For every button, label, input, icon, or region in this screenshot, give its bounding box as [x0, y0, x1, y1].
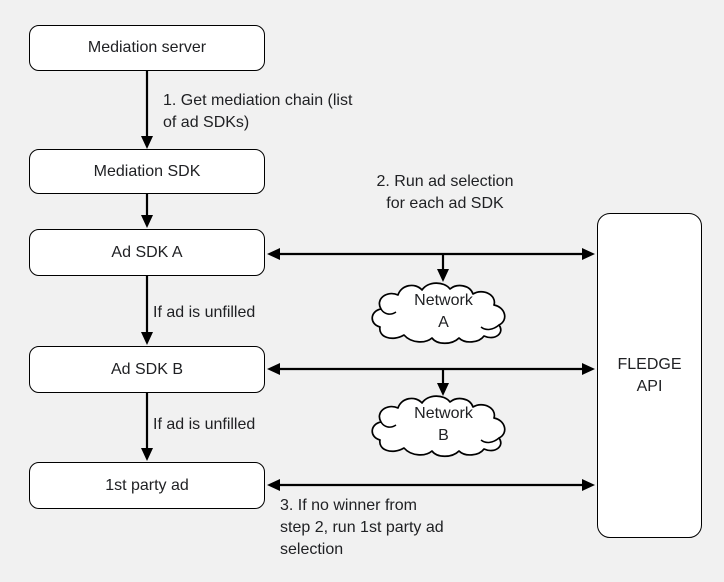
- arrow-branch-to-network-a: [437, 255, 449, 282]
- node-ad-sdk-b: Ad SDK B: [29, 346, 265, 393]
- network-a-cloud: [371, 282, 506, 345]
- arrow-ad-sdk-a-to-ad-sdk-b: [141, 276, 153, 345]
- node-first-party-ad: 1st party ad: [29, 462, 265, 509]
- arrow-ad-sdk-b-to-first-party-ad: [141, 393, 153, 461]
- node-mediation-sdk: Mediation SDK: [29, 149, 265, 194]
- node-mediation-server-label: Mediation server: [87, 39, 207, 56]
- network-a-label: Network A: [414, 292, 473, 331]
- step3-label: 3. If no winner from step 2, run 1st par…: [280, 497, 444, 558]
- node-ad-sdk-a-label: Ad SDK A: [111, 243, 183, 261]
- arrow-server-to-mediation-sdk: [141, 71, 153, 149]
- step1-label: 1. Get mediation chain (list of ad SDKs): [163, 92, 353, 131]
- unfilled-label-b: If ad is unfilled: [153, 416, 256, 433]
- arrow-mediation-sdk-to-ad-sdk-a: [141, 193, 153, 228]
- node-mediation-server: Mediation server: [29, 25, 265, 71]
- arrow-branch-to-network-b: [437, 370, 449, 396]
- arrow-ad-sdk-a-fledge: [267, 248, 595, 260]
- node-ad-sdk-b-label: Ad SDK B: [110, 360, 184, 378]
- unfilled-label-a: If ad is unfilled: [153, 304, 256, 321]
- node-ad-sdk-a: Ad SDK A: [29, 229, 265, 276]
- arrow-first-party-ad-fledge: [267, 479, 595, 491]
- network-b-cloud: [371, 395, 506, 458]
- node-fledge-api-label: FLEDGE API: [617, 355, 682, 395]
- node-fledge-api: FLEDGE API: [597, 213, 702, 538]
- node-first-party-ad-label: 1st party ad: [105, 476, 189, 494]
- node-mediation-sdk-label: Mediation SDK: [93, 162, 201, 180]
- step2-label: 2. Run ad selection for each ad SDK: [376, 173, 514, 212]
- arrow-ad-sdk-b-fledge: [267, 363, 595, 375]
- network-b-label: Network B: [414, 405, 473, 444]
